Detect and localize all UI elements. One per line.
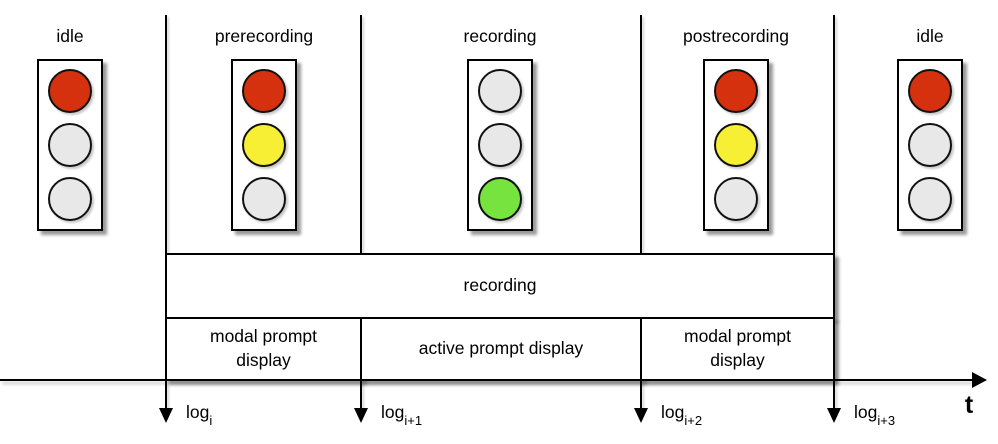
active-prompt-display-label: active prompt display bbox=[418, 338, 584, 359]
traffic-lamp bbox=[242, 177, 286, 221]
active-prompt-display-bar: active prompt display bbox=[360, 317, 642, 381]
traffic-lamp bbox=[242, 69, 286, 113]
state-label-postrecording: postrecording bbox=[682, 26, 790, 46]
traffic-lamp bbox=[242, 123, 286, 167]
time-axis-label: t bbox=[964, 391, 974, 419]
traffic-lamp bbox=[714, 123, 758, 167]
modal-prompt-display-bar-1: modal prompt display bbox=[165, 317, 362, 381]
traffic-lamp bbox=[478, 177, 522, 221]
state-label-recording: recording bbox=[463, 26, 537, 46]
down-arrow-icon bbox=[827, 408, 841, 423]
state-label-idle-1: idle bbox=[56, 26, 84, 46]
traffic-lamp bbox=[48, 123, 92, 167]
divider-line-log-i3 bbox=[833, 15, 835, 410]
divider-line-log-i bbox=[165, 15, 167, 410]
traffic-lamp bbox=[478, 123, 522, 167]
traffic-light-idle-1 bbox=[37, 59, 103, 231]
modal-prompt-display-label: modal prompt display bbox=[210, 326, 317, 370]
traffic-light-prerecording bbox=[231, 59, 297, 231]
down-arrow-icon bbox=[634, 408, 648, 423]
log-mark-i2: logi+2 bbox=[661, 402, 703, 428]
state-label-idle-2: idle bbox=[916, 26, 944, 46]
divider-line-log-i1 bbox=[360, 15, 362, 410]
traffic-light-recording bbox=[467, 59, 533, 231]
traffic-lamp bbox=[908, 123, 952, 167]
traffic-lamp bbox=[908, 177, 952, 221]
traffic-lamp bbox=[714, 69, 758, 113]
recording-span-label: recording bbox=[463, 275, 537, 296]
traffic-lamp bbox=[714, 177, 758, 221]
traffic-lamp bbox=[908, 69, 952, 113]
down-arrow-icon bbox=[159, 408, 173, 423]
modal-prompt-display-bar-2: modal prompt display bbox=[640, 317, 835, 381]
right-arrow-icon bbox=[972, 372, 987, 388]
divider-line-log-i2 bbox=[640, 15, 642, 410]
log-mark-i: logi bbox=[186, 402, 213, 428]
recording-span-bar: recording bbox=[165, 253, 835, 319]
traffic-lamp bbox=[48, 177, 92, 221]
traffic-lamp bbox=[478, 69, 522, 113]
state-label-prerecording: prerecording bbox=[214, 26, 314, 46]
traffic-light-idle-2 bbox=[897, 59, 963, 231]
traffic-lamp bbox=[48, 69, 92, 113]
traffic-light-postrecording bbox=[703, 59, 769, 231]
log-mark-i3: logi+3 bbox=[854, 402, 896, 428]
down-arrow-icon bbox=[354, 408, 368, 423]
modal-prompt-display-label: modal prompt display bbox=[684, 326, 791, 370]
log-mark-i1: logi+1 bbox=[381, 402, 423, 428]
